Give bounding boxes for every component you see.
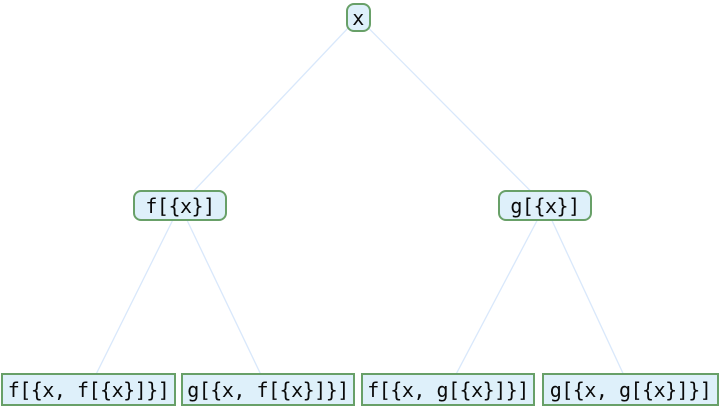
tree-edge <box>179 17 359 206</box>
tree-leaf-g-x-f: g[{x, f[{x}]}] <box>181 373 355 406</box>
tree-edge <box>357 17 546 206</box>
tree-node-f-x: f[{x}] <box>133 190 227 221</box>
tree-edge <box>447 205 546 390</box>
tree-edge <box>544 205 632 390</box>
tree-leaf-f-x-g: f[{x, g[{x}]}] <box>361 373 535 406</box>
tree-node-g-x: g[{x}] <box>498 190 592 221</box>
tree-edge <box>179 205 269 390</box>
tree-leaf-g-x-g: g[{x, g[{x}]}] <box>542 373 719 406</box>
tree-leaf-f-x-f: f[{x, f[{x}]}] <box>1 373 176 406</box>
tree-node-root: x <box>345 3 371 32</box>
tree-edge <box>87 205 181 390</box>
